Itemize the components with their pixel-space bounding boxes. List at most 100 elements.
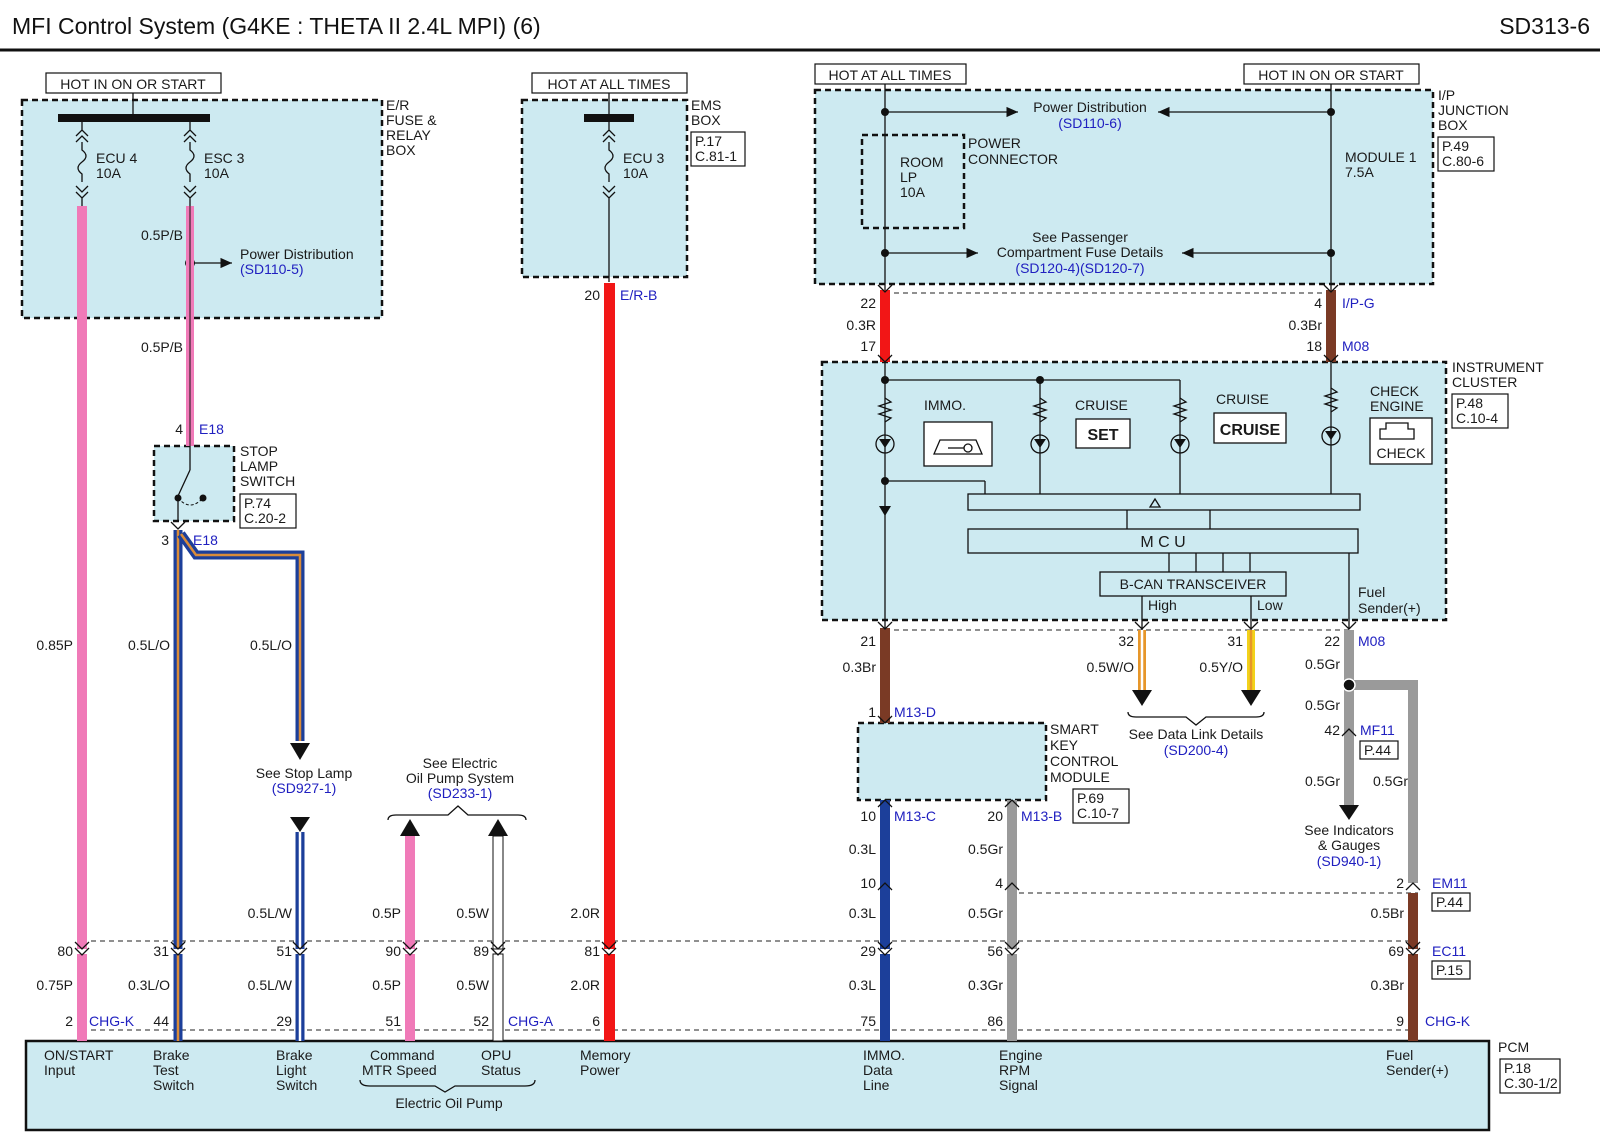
er-fuse-box: HOT IN ON OR START E/R FUSE & RELAY BOX … [20,72,437,320]
svg-text:17: 17 [860,338,876,354]
page-title: MFI Control System (G4KE : THETA II 2.4L… [12,13,541,39]
svg-text:C.10-4: C.10-4 [1456,410,1498,426]
page-code: SD313-6 [1499,13,1590,39]
svg-text:Power: Power [580,1062,620,1078]
svg-text:BOX: BOX [691,112,721,128]
svg-text:STOP: STOP [240,443,278,459]
svg-text:Oil Pump System: Oil Pump System [406,770,514,786]
svg-text:CHG-K: CHG-K [1425,1013,1471,1029]
svg-text:CHG-K: CHG-K [89,1013,135,1029]
svg-text:29: 29 [276,1013,292,1029]
svg-text:0.5Gr: 0.5Gr [968,905,1003,921]
svg-text:Power Distribution: Power Distribution [1033,99,1147,115]
svg-text:Sender(+): Sender(+) [1358,600,1421,616]
svg-text:Light: Light [276,1062,306,1078]
svg-text:CRUISE: CRUISE [1075,397,1128,413]
svg-text:22: 22 [860,295,876,311]
svg-text:Power Distribution: Power Distribution [240,246,354,262]
svg-text:Input: Input [44,1062,75,1078]
svg-text:0.5P: 0.5P [372,905,401,921]
svg-text:C.81-1: C.81-1 [695,148,737,164]
svg-text:4: 4 [995,875,1003,891]
svg-text:(SD110-5): (SD110-5) [240,261,304,277]
svg-text:P.49: P.49 [1442,138,1469,154]
svg-text:Engine: Engine [999,1047,1043,1063]
wire-labels: 0.85P 0.5P/B 0.5P/B 0.5L/O 0.5L/O 0.5L/W… [36,227,1408,993]
svg-text:RPM: RPM [999,1062,1030,1078]
svg-text:6: 6 [592,1013,600,1029]
svg-text:44: 44 [153,1013,169,1029]
svg-text:LAMP: LAMP [240,458,278,474]
svg-text:P.48: P.48 [1456,395,1483,411]
svg-text:10: 10 [860,875,876,891]
svg-text:OPU: OPU [481,1047,511,1063]
svg-text:52: 52 [473,1013,489,1029]
svg-text:0.3L: 0.3L [849,905,876,921]
svg-text:E18: E18 [193,532,218,548]
svg-text:IMMO.: IMMO. [863,1047,905,1063]
svg-text:E/R-B: E/R-B [620,287,657,303]
svg-text:Fuel: Fuel [1386,1047,1413,1063]
svg-text:Command: Command [370,1047,435,1063]
fuse-ecu4: ECU 4 [96,150,137,166]
svg-text:0.5W/O: 0.5W/O [1087,659,1135,675]
svg-text:M08: M08 [1358,633,1385,649]
svg-text:51: 51 [385,1013,401,1029]
svg-text:ROOM: ROOM [900,154,944,170]
svg-text:MTR Speed: MTR Speed [362,1062,437,1078]
svg-text:Data: Data [863,1062,893,1078]
smart-key-module: SMART KEY CONTROL MODULE P.69 C.10-7 [856,721,1130,824]
svg-text:ON/START: ON/START [44,1047,114,1063]
svg-text:2: 2 [65,1013,73,1029]
svg-text:I/P-G: I/P-G [1342,295,1375,311]
svg-text:(SD233-1): (SD233-1) [428,785,493,801]
svg-text:0.5Y/O: 0.5Y/O [1199,659,1243,675]
svg-text:JUNCTION: JUNCTION [1438,102,1509,118]
svg-text:0.5Br: 0.5Br [1371,905,1405,921]
svg-text:10A: 10A [623,165,649,181]
svg-text:0.3R: 0.3R [846,317,876,333]
svg-text:INSTRUMENT: INSTRUMENT [1452,359,1544,375]
svg-text:Switch: Switch [276,1077,317,1093]
svg-text:21: 21 [860,633,876,649]
svg-text:P.18: P.18 [1504,1060,1531,1076]
ip-junction-box: HOT AT ALL TIMES HOT IN ON OR START I/P … [813,63,1509,290]
svg-text:CONNECTOR: CONNECTOR [968,151,1058,167]
svg-text:0.3Gr: 0.3Gr [968,977,1003,993]
check-engine-icon [1369,417,1433,465]
svg-text:(SD940-1): (SD940-1) [1317,853,1382,869]
svg-text:0.5L/O: 0.5L/O [128,637,170,653]
instrument-cluster: INSTRUMENT CLUSTER P.48 C.10-4 M C U B-C… [820,359,1544,630]
svg-text:HOT AT ALL TIMES: HOT AT ALL TIMES [548,76,671,92]
svg-text:80: 80 [57,943,73,959]
svg-text:0.5L/W: 0.5L/W [248,905,293,921]
svg-text:0.3L: 0.3L [849,977,876,993]
svg-text:CHG-A: CHG-A [508,1013,554,1029]
svg-text:32: 32 [1118,633,1134,649]
svg-text:31: 31 [1227,633,1243,649]
svg-text:IMMO.: IMMO. [924,397,966,413]
svg-text:2.0R: 2.0R [570,905,600,921]
svg-text:Line: Line [863,1077,890,1093]
svg-text:POWER: POWER [968,135,1021,151]
svg-text:C.20-2: C.20-2 [244,510,286,526]
svg-text:10: 10 [860,808,876,824]
svg-text:EC11: EC11 [1432,943,1466,959]
svg-text:E/R: E/R [386,97,409,113]
pin-numbers: 4 3 20 22 17 4 18 21 32 31 22 1 42 10 20… [57,287,1404,1029]
svg-text:10A: 10A [204,165,230,181]
svg-text:FUSE &: FUSE & [386,112,437,128]
svg-text:51: 51 [276,943,292,959]
svg-text:P.69: P.69 [1077,790,1104,806]
svg-text:ECU 3: ECU 3 [623,150,664,166]
svg-text:20: 20 [987,808,1003,824]
svg-text:HOT IN ON OR START: HOT IN ON OR START [1258,67,1404,83]
svg-text:EMS: EMS [691,97,721,113]
svg-text:0.5P: 0.5P [372,977,401,993]
svg-text:90: 90 [385,943,401,959]
svg-text:0.5P/B: 0.5P/B [141,339,183,355]
svg-text:Brake: Brake [276,1047,313,1063]
svg-text:Switch: Switch [153,1077,194,1093]
svg-text:P.44: P.44 [1436,894,1463,910]
svg-text:75: 75 [860,1013,876,1029]
